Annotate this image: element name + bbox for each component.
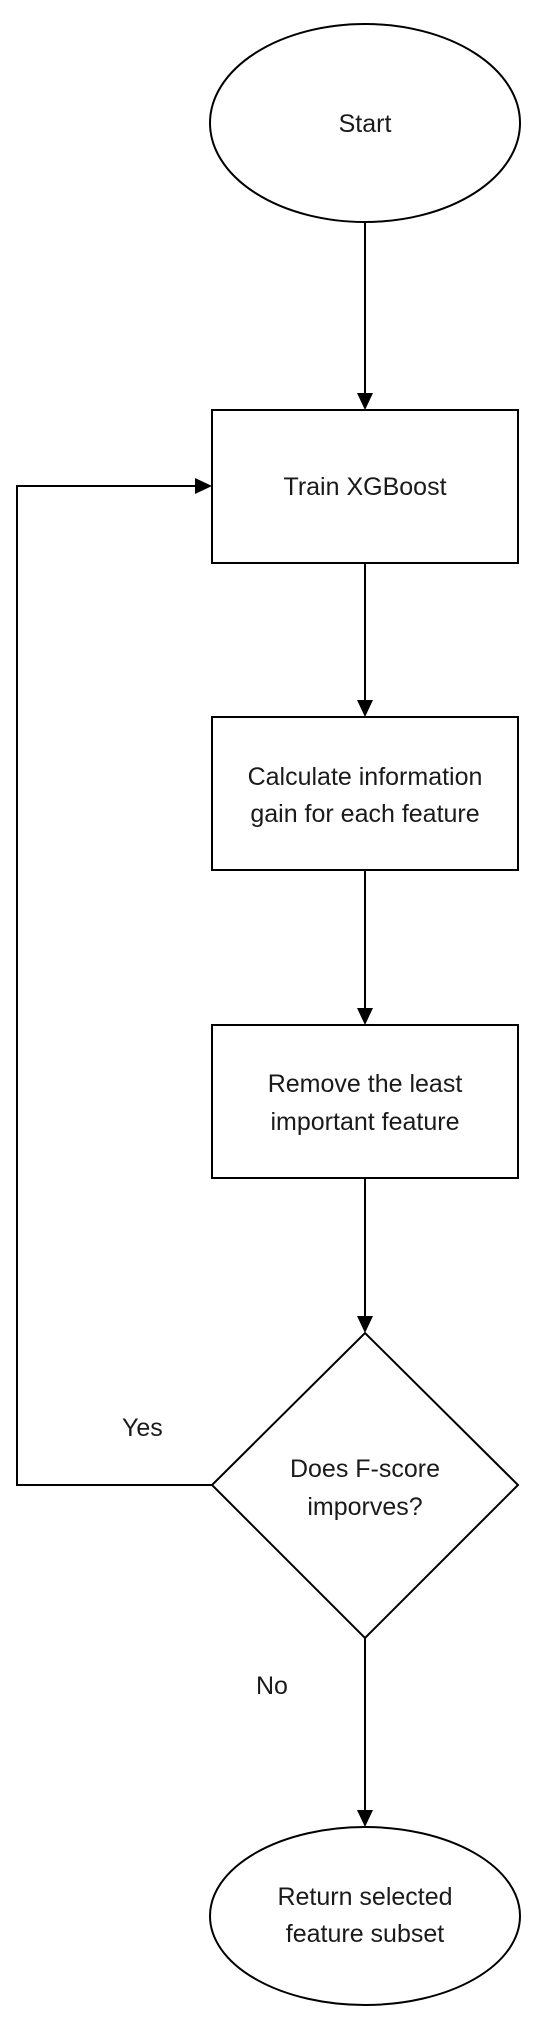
arrow-head (195, 478, 212, 494)
edge-start-to-train (357, 222, 373, 410)
edge-calc-to-remove (357, 870, 373, 1025)
no-label: No (256, 1672, 288, 1700)
start-label: Start (339, 110, 392, 138)
decision-label-line1: Does F-score (290, 1455, 440, 1483)
calc-box (211, 716, 519, 871)
arrow-head (357, 393, 373, 410)
edge-line (16, 485, 212, 1486)
remove-node: Remove the least important feature (211, 1024, 519, 1179)
edge-train-to-calc (357, 563, 373, 717)
edge-no: No (256, 1638, 373, 1827)
calc-label-line1: Calculate information (248, 763, 483, 791)
end-node: Return selected feature subset (209, 1826, 521, 2006)
yes-label: Yes (122, 1414, 163, 1442)
edge-remove-to-decision (357, 1178, 373, 1333)
calc-label-line2: gain for each feature (250, 800, 479, 828)
edge-yes-loop: Yes (16, 478, 212, 1486)
arrow-head (357, 1316, 373, 1333)
train-label: Train XGBoost (283, 473, 446, 501)
end-ellipse (209, 1826, 521, 2006)
calc-node: Calculate information gain for each feat… (211, 716, 519, 871)
train-box (211, 409, 519, 564)
decision-label-line2: imporves? (307, 1493, 422, 1521)
end-label-line2: feature subset (286, 1920, 444, 1948)
train-node: Train XGBoost (211, 409, 519, 564)
remove-label-line2: important feature (271, 1108, 460, 1136)
decision-node: Does F-score imporves? (210, 1331, 520, 1640)
arrow-head (357, 1008, 373, 1025)
end-label-line1: Return selected (277, 1883, 452, 1911)
start-node: Start (209, 23, 521, 223)
remove-box (211, 1024, 519, 1179)
arrow-head (357, 1810, 373, 1827)
decision-diamond (210, 1331, 520, 1640)
remove-label-line1: Remove the least (268, 1070, 463, 1098)
arrow-head (357, 700, 373, 717)
